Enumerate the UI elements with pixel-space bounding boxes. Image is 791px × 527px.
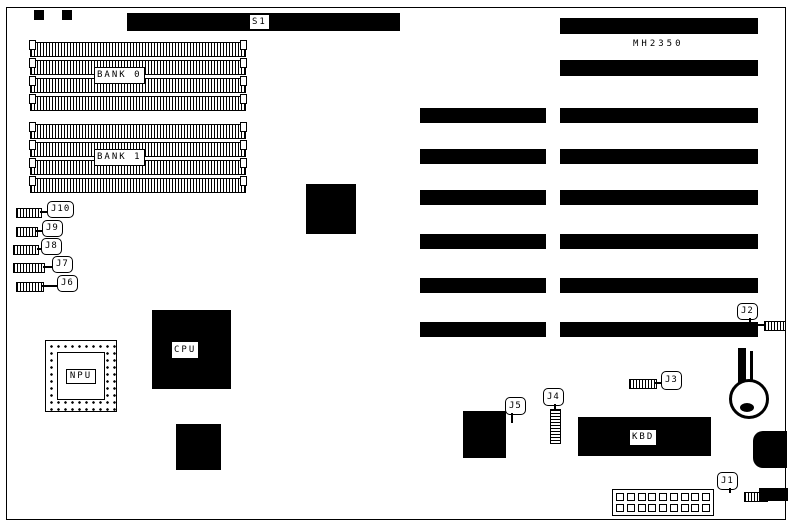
expansion-slot [560, 108, 758, 123]
io-chip [463, 411, 506, 458]
npu-label: NPU [65, 368, 97, 384]
simm-socket [29, 122, 247, 139]
battery [729, 379, 769, 419]
connector-line [511, 413, 513, 423]
jumper-block-j10 [16, 208, 42, 218]
npu-socket-inner: NPU [57, 352, 105, 400]
capacitor-bar [750, 351, 753, 390]
connector-line [37, 248, 41, 250]
jumper-block-j2 [764, 321, 786, 331]
connector-line [749, 324, 764, 326]
jumper-block-j8 [13, 245, 39, 255]
mounting-pad [34, 10, 44, 20]
expansion-slot [420, 278, 546, 293]
tag-j10: J10 [47, 201, 75, 218]
tag-j4: J4 [543, 388, 564, 406]
expansion-slot [560, 234, 758, 249]
connector-line [749, 318, 751, 325]
simm-socket [29, 176, 247, 193]
bank1-label: BANK 1 [94, 149, 145, 166]
npu-socket: NPU [45, 340, 117, 412]
chipset-chip [306, 184, 356, 234]
edge-connector [759, 488, 788, 501]
tag-j7: J7 [52, 256, 73, 273]
simm-socket [29, 94, 247, 111]
expansion-slot [420, 322, 546, 337]
cpu-label: CPU [171, 341, 200, 359]
jumper-block-j7 [13, 263, 45, 273]
connector-line [36, 230, 42, 232]
s1-label: S1 [249, 14, 270, 30]
simm-socket [29, 40, 247, 57]
power-pin-connector [612, 489, 714, 516]
model-label: MH2350 [633, 39, 684, 49]
expansion-slot [420, 190, 546, 205]
capacitor-bar [738, 348, 746, 390]
tag-j3: J3 [661, 371, 682, 390]
tag-j6: J6 [57, 275, 78, 292]
bank0-label: BANK 0 [94, 67, 145, 84]
board-outline [6, 7, 786, 520]
pin-header-j4 [550, 409, 561, 444]
pin-row [613, 493, 713, 501]
jumper-block-j3 [629, 379, 657, 389]
connector-line [729, 488, 731, 493]
expansion-slot [560, 18, 758, 34]
mounting-pad [62, 10, 72, 20]
expansion-slot [560, 322, 758, 337]
tag-j2: J2 [737, 303, 758, 320]
expansion-slot [420, 234, 546, 249]
expansion-slot [560, 190, 758, 205]
connector-line [43, 266, 52, 268]
jumper-block-j6 [16, 282, 44, 292]
expansion-slot [560, 60, 758, 76]
connector-line [40, 211, 47, 213]
battery-notch [740, 403, 754, 412]
support-chip [176, 424, 221, 470]
tag-j5: J5 [505, 397, 526, 415]
tag-j1: J1 [717, 472, 738, 490]
pin-row [613, 504, 713, 512]
din-keyboard-connector [753, 431, 787, 468]
connector-line [42, 285, 57, 287]
tag-j9: J9 [42, 220, 63, 237]
kbd-label: KBD [629, 429, 658, 446]
expansion-slot [560, 149, 758, 164]
expansion-slot [420, 149, 546, 164]
expansion-slot [420, 108, 546, 123]
jumper-block-j9 [16, 227, 38, 237]
connector-line [554, 404, 556, 409]
tag-j8: J8 [41, 238, 62, 255]
expansion-slot [560, 278, 758, 293]
connector-line [655, 382, 661, 384]
